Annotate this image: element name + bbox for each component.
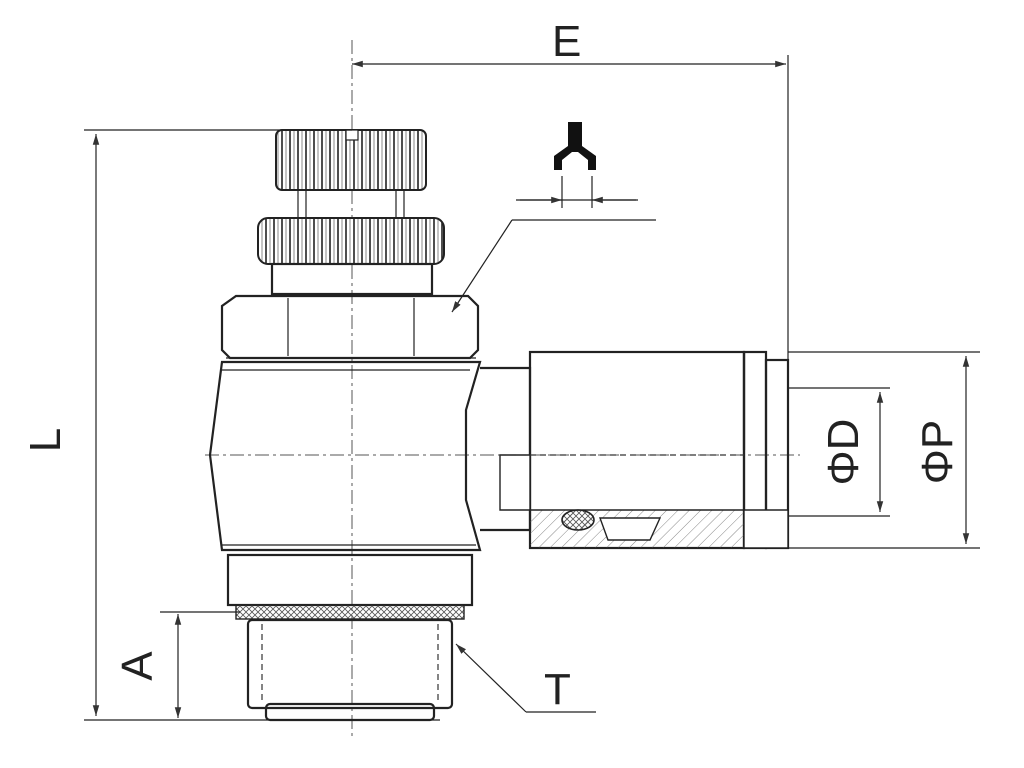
screwdriver-slot-icon	[554, 122, 596, 170]
dim-label-e: E	[552, 17, 581, 66]
valve-body	[208, 360, 482, 552]
knob-stem	[297, 190, 405, 218]
adjust-knob-top	[275, 129, 427, 191]
dim-label-d: ΦD	[819, 419, 868, 486]
neck	[270, 262, 434, 296]
threaded-stud	[246, 618, 454, 722]
dim-label-p: ΦP	[913, 420, 962, 484]
lower-collar	[226, 553, 474, 620]
dim-label-t: T	[544, 665, 571, 714]
push-in-fitting	[499, 350, 790, 550]
hex-nut	[220, 294, 480, 360]
leader-t-arrow	[455, 643, 527, 713]
dim-label-a: A	[113, 651, 162, 681]
lock-nut	[257, 217, 445, 265]
leader-hex-arrow	[451, 219, 513, 313]
o-ring	[561, 509, 595, 531]
dim-label-l: L	[21, 428, 70, 452]
